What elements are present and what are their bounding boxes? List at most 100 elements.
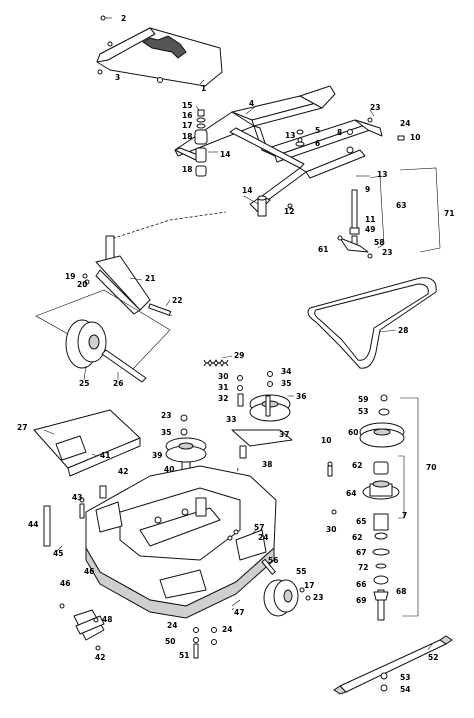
callout-59: 59 bbox=[358, 395, 368, 404]
callout-50: 50 bbox=[165, 637, 175, 646]
callout-42-bottom: 42 bbox=[95, 653, 105, 662]
idler-arm bbox=[231, 395, 293, 459]
callout-69: 69 bbox=[356, 596, 366, 605]
callout-15: 15 bbox=[182, 101, 192, 110]
callout-35-upper: 35 bbox=[281, 379, 291, 388]
callout-65: 65 bbox=[356, 517, 366, 526]
callout-64: 64 bbox=[346, 489, 356, 498]
callout-34: 34 bbox=[281, 367, 291, 376]
callout-9: 9 bbox=[365, 185, 370, 194]
callout-56: 56 bbox=[268, 556, 278, 565]
screw-3 bbox=[97, 69, 103, 75]
callout-70: 70 bbox=[426, 463, 436, 472]
callout-44: 44 bbox=[28, 520, 38, 529]
callout-11: 11 bbox=[365, 215, 375, 224]
callout-48: 48 bbox=[102, 615, 112, 624]
callout-13-left: 13 bbox=[285, 131, 295, 140]
callout-10-spindle: 10 bbox=[321, 436, 331, 445]
callout-63: 63 bbox=[396, 201, 406, 210]
callout-numbers: 1 2 3 4 5 6 7 8 9 10 10 11 12 13 13 14 1… bbox=[17, 14, 454, 694]
callout-61: 61 bbox=[318, 245, 328, 254]
callout-25: 25 bbox=[79, 379, 89, 388]
callout-39: 39 bbox=[152, 451, 162, 460]
callout-51: 51 bbox=[179, 651, 189, 660]
hood-cover bbox=[96, 27, 223, 87]
callout-66: 66 bbox=[356, 580, 366, 589]
callout-23-frame: 23 bbox=[370, 103, 380, 112]
callout-14-bottom: 14 bbox=[242, 186, 252, 195]
deck-wheel bbox=[261, 558, 299, 617]
deck-left-hardware bbox=[43, 497, 105, 651]
callout-17-top: 17 bbox=[182, 121, 192, 130]
callout-32: 32 bbox=[218, 394, 228, 403]
mower-deck bbox=[85, 465, 277, 619]
callout-54: 54 bbox=[400, 685, 410, 694]
callout-6: 6 bbox=[315, 139, 320, 148]
leader-lines bbox=[43, 79, 433, 651]
callout-24-frame: 24 bbox=[400, 119, 410, 128]
callout-62-lower: 62 bbox=[352, 533, 362, 542]
caster-spindle-stack bbox=[194, 109, 208, 177]
callout-52: 52 bbox=[428, 653, 438, 662]
callout-3: 3 bbox=[115, 73, 120, 82]
callout-46-deck: 46 bbox=[84, 567, 94, 576]
callout-18-top: 18 bbox=[182, 132, 192, 141]
screw-2 bbox=[100, 15, 112, 21]
callout-10-frame: 10 bbox=[410, 133, 420, 142]
callout-60: 60 bbox=[348, 428, 358, 437]
callout-30-idler: 30 bbox=[218, 372, 228, 381]
spring bbox=[203, 359, 229, 367]
callout-49: 49 bbox=[365, 225, 375, 234]
callout-37: 37 bbox=[279, 430, 289, 439]
caster-arm bbox=[82, 235, 173, 317]
callout-31: 31 bbox=[218, 383, 228, 392]
callout-12: 12 bbox=[284, 207, 294, 216]
callout-29: 29 bbox=[234, 351, 244, 360]
callout-24-bottom-left: 24 bbox=[167, 621, 177, 630]
callout-53-bottom: 53 bbox=[400, 673, 410, 682]
callout-24-bottom-right: 24 bbox=[222, 625, 232, 634]
callout-42-deck: 42 bbox=[118, 467, 128, 476]
callout-16: 16 bbox=[182, 111, 192, 120]
callout-58: 58 bbox=[374, 238, 384, 247]
callout-68: 68 bbox=[396, 587, 406, 596]
drive-belt bbox=[307, 277, 437, 369]
callout-7: 7 bbox=[402, 511, 407, 520]
callout-27: 27 bbox=[17, 423, 27, 432]
callout-26: 26 bbox=[113, 379, 123, 388]
small-hardware-upper bbox=[180, 371, 273, 436]
callout-23-wheel: 23 bbox=[313, 593, 323, 602]
callout-40: 40 bbox=[164, 465, 174, 474]
callout-8: 8 bbox=[337, 128, 342, 137]
deck-pulley-39 bbox=[165, 437, 207, 475]
callout-4: 4 bbox=[249, 99, 254, 108]
callout-43: 43 bbox=[72, 493, 82, 502]
blade bbox=[333, 635, 453, 695]
caster-wheel bbox=[65, 319, 147, 383]
frame-hardware bbox=[287, 117, 405, 259]
callout-62-upper: 62 bbox=[352, 461, 362, 470]
callout-72: 72 bbox=[358, 563, 368, 572]
callout-21: 21 bbox=[145, 274, 155, 283]
callout-24-deck: 24 bbox=[258, 533, 268, 542]
callout-46-bottom: 46 bbox=[60, 579, 70, 588]
callout-33: 33 bbox=[226, 415, 236, 424]
callout-36: 36 bbox=[296, 392, 306, 401]
callout-13-right: 13 bbox=[377, 170, 387, 179]
callout-71: 71 bbox=[444, 209, 454, 218]
callout-1: 1 bbox=[201, 84, 206, 93]
callout-18-bottom: 18 bbox=[182, 165, 192, 174]
callout-30-spindle: 30 bbox=[326, 525, 336, 534]
callout-67: 67 bbox=[356, 548, 366, 557]
callout-55: 55 bbox=[296, 567, 306, 576]
callout-14-top: 14 bbox=[220, 150, 230, 159]
callout-2: 2 bbox=[121, 14, 126, 23]
callout-17-wheel: 17 bbox=[304, 581, 314, 590]
belt-guard bbox=[33, 409, 141, 477]
callout-38: 38 bbox=[262, 460, 272, 469]
callout-22: 22 bbox=[172, 296, 182, 305]
callout-23-pulley: 23 bbox=[161, 411, 171, 420]
callout-19: 19 bbox=[65, 272, 75, 281]
callout-41: 41 bbox=[100, 451, 110, 460]
callout-23-bracket: 23 bbox=[382, 248, 392, 257]
